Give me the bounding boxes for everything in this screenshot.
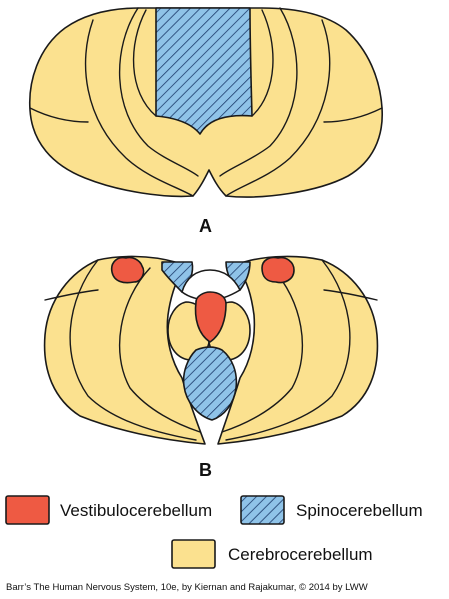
panel-b-label: B <box>199 460 212 480</box>
panel-b-fissures <box>44 259 378 441</box>
legend-label-spino: Spinocerebellum <box>296 501 423 520</box>
legend: Vestibulocerebellum Spinocerebellum Cere… <box>5 495 423 569</box>
panel-b-nodulus <box>194 291 227 343</box>
legend-swatch-spino <box>240 495 285 525</box>
panel-b-vermis <box>182 346 238 421</box>
panel-a-fissures <box>29 7 383 197</box>
credit-line: Barr’s The Human Nervous System, 10e, by… <box>6 582 368 593</box>
panel-b-right-flocculus <box>261 256 295 284</box>
panel-b-left-flocculus <box>110 256 145 284</box>
panel-a-spinocerebellum <box>155 7 253 135</box>
panel-a-label: A <box>199 216 212 236</box>
legend-label-cerebro: Cerebrocerebellum <box>228 545 373 564</box>
panel-b-diagram <box>43 255 379 445</box>
legend-label-vestibulo: Vestibulocerebellum <box>60 501 212 520</box>
panel-b-right-hemisphere <box>217 255 379 445</box>
legend-swatch-vestibulo <box>5 495 50 525</box>
panel-a-diagram <box>28 7 383 198</box>
legend-swatch-cerebro <box>171 539 216 569</box>
